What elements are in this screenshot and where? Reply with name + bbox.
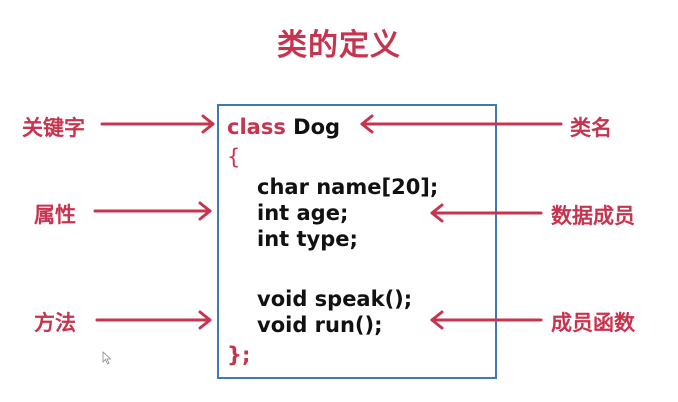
method-line: void speak(); bbox=[257, 287, 413, 311]
class-header-line: class Dog bbox=[227, 114, 340, 140]
mouse-pointer-icon bbox=[102, 351, 112, 365]
label-methods: 方法 bbox=[34, 311, 76, 335]
close-brace: }; bbox=[227, 343, 251, 367]
arrow-left-icon bbox=[430, 203, 543, 223]
label-class-name: 类名 bbox=[570, 116, 612, 140]
arrow-left-icon bbox=[360, 114, 563, 134]
member-line: int type; bbox=[257, 227, 358, 251]
member-line: char name[20]; bbox=[257, 175, 439, 199]
label-keyword: 关键字 bbox=[22, 116, 85, 140]
method-line: void run(); bbox=[257, 313, 383, 337]
label-data-members: 数据成员 bbox=[551, 204, 635, 228]
label-attributes: 属性 bbox=[34, 203, 76, 227]
class-name: Dog bbox=[293, 115, 341, 139]
class-definition-box: class Dog { char name[20]; int age; int … bbox=[217, 104, 497, 379]
label-member-functions: 成员函数 bbox=[551, 311, 635, 335]
class-keyword: class bbox=[227, 115, 286, 139]
member-line: int age; bbox=[257, 201, 349, 225]
page-title: 类的定义 bbox=[277, 28, 401, 63]
arrow-right-icon bbox=[93, 201, 212, 221]
arrow-right-icon bbox=[95, 310, 212, 330]
open-brace: { bbox=[227, 145, 241, 169]
arrow-left-icon bbox=[430, 310, 543, 330]
arrow-right-icon bbox=[100, 114, 215, 134]
